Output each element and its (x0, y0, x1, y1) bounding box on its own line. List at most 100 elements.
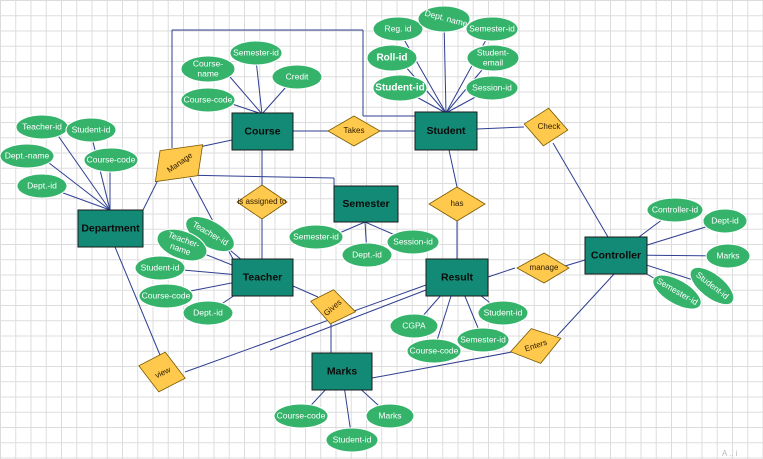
connector-line (179, 174, 335, 179)
attribute-label: Reg. id (385, 23, 412, 33)
attribute-course-credit[interactable]: Credit (271, 64, 323, 90)
entity-label: Controller (591, 249, 641, 261)
entity-course[interactable]: Course (231, 112, 294, 151)
attribute-label: Dept.-id (193, 307, 223, 317)
attribute-label: Semester-id (460, 334, 506, 344)
relationship-enters[interactable]: Enters (506, 322, 566, 370)
corner-mark: A .. i (722, 449, 738, 458)
entity-label: Department (81, 222, 140, 234)
entity-result[interactable]: Result (425, 258, 489, 297)
attribute-controller-dept-id[interactable]: Dept-id (702, 208, 748, 234)
attribute-result-course-code[interactable]: Course-code (406, 338, 462, 364)
attribute-label: Course- (193, 58, 223, 68)
attribute-semester-dept-id[interactable]: Dept.-id (341, 242, 393, 268)
attribute-label: name (197, 68, 219, 78)
attribute-teacher-course-code[interactable]: Course-code (138, 283, 194, 309)
entity-label: Result (441, 271, 474, 283)
attribute-dept-id[interactable]: Dept.-id (16, 173, 68, 199)
attribute-student-semester-id[interactable]: Semester-id (465, 16, 519, 42)
entity-teacher[interactable]: Teacher (231, 258, 294, 297)
attribute-label: Course-code (184, 94, 233, 104)
attribute-student-session-id[interactable]: Session-id (465, 75, 519, 101)
attribute-label: Dept-id (711, 215, 739, 225)
entity-label: Student (426, 125, 466, 137)
relationship-check[interactable]: Check (522, 105, 571, 149)
attribute-label: Dept.-name (5, 150, 50, 160)
attribute-marks-course-code[interactable]: Course-code (273, 403, 329, 429)
relationship-gives[interactable]: Gives (307, 286, 359, 329)
relationship-view[interactable]: view (134, 346, 191, 397)
attribute-result-semester-id[interactable]: Semester-id (456, 327, 510, 353)
connector-line (443, 19, 447, 114)
attribute-controller-marks[interactable]: Marks (705, 243, 751, 269)
relationship-label: is assigned to (238, 197, 287, 206)
attribute-label: Semester-id (293, 231, 339, 241)
connector-line (397, 28, 447, 114)
attribute-student-email[interactable]: Student- email (466, 44, 520, 72)
connector-line (556, 272, 616, 337)
entity-controller[interactable]: Controller (584, 236, 648, 275)
connector-line (114, 246, 161, 356)
attribute-label: Dept.-id (27, 180, 57, 190)
attribute-student-roll-id[interactable]: Roll-id (366, 44, 418, 72)
attribute-teacher-student-id[interactable]: Student-id (134, 255, 186, 281)
attribute-label: Marks (716, 250, 739, 260)
attribute-label: Semester-id (233, 47, 279, 57)
relationship-label: Takes (344, 126, 365, 135)
attribute-student-id[interactable]: Student-id (372, 74, 428, 102)
attribute-semester-semester-id[interactable]: Semester-id (288, 224, 344, 250)
attribute-label: Course-code (410, 345, 459, 355)
entity-label: Marks (327, 365, 358, 377)
relationship-manage-controller[interactable]: manage (516, 252, 570, 284)
attribute-result-cgpa[interactable]: CGPA (389, 313, 439, 339)
relationship-is-assigned-to[interactable]: is assigned to (236, 184, 288, 220)
attribute-teacher-name[interactable]: Teacher- name (153, 223, 211, 267)
connector-line (371, 351, 513, 379)
attribute-label: Teacher-id (22, 121, 62, 131)
connector-line (255, 59, 263, 115)
attribute-label: Course-code (142, 290, 191, 300)
attribute-student-dept-name[interactable]: Dept. name (417, 5, 471, 33)
attribute-label: Student-id (484, 307, 523, 317)
attribute-dept-student-id[interactable]: Student-id (65, 117, 117, 143)
attribute-course-code[interactable]: Course-code (180, 87, 236, 113)
relationship-label: has (451, 199, 464, 208)
attribute-label: Student-id (333, 434, 372, 444)
attribute-marks-marks[interactable]: Marks (365, 403, 415, 429)
relationship-takes[interactable]: Takes (327, 115, 381, 147)
relationship-label: manage (530, 263, 559, 272)
connector-line (448, 149, 458, 188)
attribute-dept-teacher-id[interactable]: Teacher-id (15, 114, 69, 140)
entity-department[interactable]: Department (77, 209, 144, 248)
attribute-course-semester-id[interactable]: Semester-id (229, 40, 283, 66)
connector-line (51, 126, 111, 211)
attribute-student-reg-id[interactable]: Reg. id (372, 16, 424, 42)
connector-line (487, 267, 516, 278)
entity-semester[interactable]: Semester (333, 185, 399, 223)
entity-marks[interactable]: Marks (311, 352, 373, 391)
connector-line (476, 126, 525, 130)
connector-line (552, 142, 609, 238)
entity-label: Teacher (243, 271, 283, 283)
attribute-result-student-id[interactable]: Student-id (477, 300, 529, 326)
attribute-label: Controller-id (652, 204, 699, 214)
attribute-label: Roll-id (376, 53, 407, 64)
connector-line (269, 289, 427, 351)
attribute-dept-course-code[interactable]: Course-code (83, 147, 139, 173)
entity-label: Course (244, 125, 280, 137)
connector-line (184, 284, 427, 373)
attribute-semester-session-id[interactable]: Session-id (386, 229, 440, 255)
attribute-label: Student- (477, 47, 509, 57)
entity-student[interactable]: Student (414, 111, 478, 151)
attribute-course-name[interactable]: Course- name (180, 55, 236, 83)
attribute-marks-student-id[interactable]: Student-id (325, 427, 379, 453)
attribute-label: Student-id (375, 83, 424, 94)
attribute-dept-name[interactable]: Dept.-name (0, 143, 55, 169)
attribute-teacher-dept-id[interactable]: Dept.-id (182, 300, 234, 326)
relationship-manage-department[interactable]: Manage (151, 144, 207, 183)
attribute-label: email (483, 57, 503, 67)
relationship-has[interactable]: has (428, 186, 486, 222)
attribute-controller-id[interactable]: Controller-id (646, 197, 704, 223)
relationship-label: Check (538, 122, 562, 131)
